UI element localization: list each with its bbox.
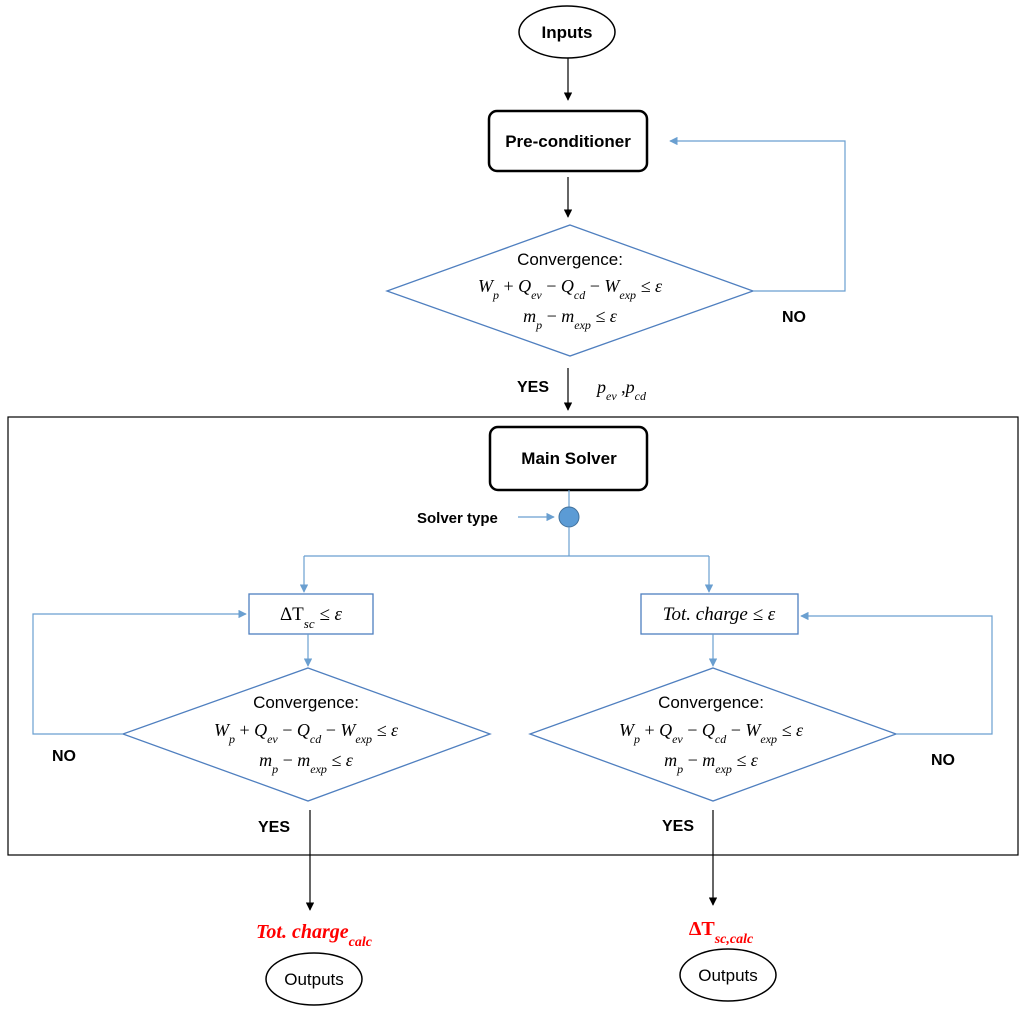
left-decision-mass-eq: mp − mexp ≤ ε <box>259 750 354 776</box>
top-decision-title: Convergence: <box>517 250 623 269</box>
right-no-label: NO <box>931 752 955 769</box>
main-solver-region <box>7 416 1019 856</box>
top-decision-mass-eq: mp − mexp ≤ ε <box>523 306 618 332</box>
right-decision-energy-eq: Wp + Qev − Qcd − Wexp ≤ ε <box>619 720 804 746</box>
outputs-left-label: Outputs <box>284 970 344 989</box>
left-no-loop <box>32 609 247 735</box>
right-result-label: ΔTsc,calc <box>689 918 754 947</box>
right-decision-title: Convergence: <box>658 693 764 712</box>
left-convergence-decision <box>121 667 492 802</box>
solver-type-node <box>558 506 580 528</box>
inputs-label: Inputs <box>542 23 593 42</box>
preconditioner-node <box>487 109 649 173</box>
top-decision-energy-eq: Wp + Qev − Qcd − Wexp ≤ ε <box>478 276 663 302</box>
right-yes-label: YES <box>662 818 694 835</box>
right-no-loop <box>800 611 993 735</box>
pressures-label: pev ,pcd <box>595 377 647 403</box>
solver-type-label: Solver type <box>417 510 498 527</box>
outputs-left-node <box>265 952 363 1006</box>
left-criterion-label: ΔTsc ≤ ε <box>280 604 343 631</box>
right-criterion-box <box>640 593 799 635</box>
left-no-label: NO <box>52 748 76 765</box>
top-no-loop <box>669 136 846 292</box>
top-convergence-decision <box>385 224 755 357</box>
inputs-node <box>518 5 616 59</box>
right-convergence-decision <box>528 667 898 802</box>
left-yes-label: YES <box>258 819 290 836</box>
main-solver-label: Main Solver <box>521 449 617 468</box>
left-decision-energy-eq: Wp + Qev − Qcd − Wexp ≤ ε <box>214 720 399 746</box>
left-criterion-box <box>248 593 374 635</box>
right-decision-mass-eq: mp − mexp ≤ ε <box>664 750 759 776</box>
right-criterion-label: Tot. charge ≤ ε <box>663 604 776 625</box>
outputs-right-label: Outputs <box>698 966 758 985</box>
outputs-right-node <box>679 948 777 1002</box>
preconditioner-label: Pre-conditioner <box>505 132 631 151</box>
top-yes-label: YES <box>517 379 549 396</box>
top-no-label: NO <box>782 309 806 326</box>
left-result-label: Tot. chargecalc <box>256 921 373 950</box>
left-decision-title: Convergence: <box>253 693 359 712</box>
